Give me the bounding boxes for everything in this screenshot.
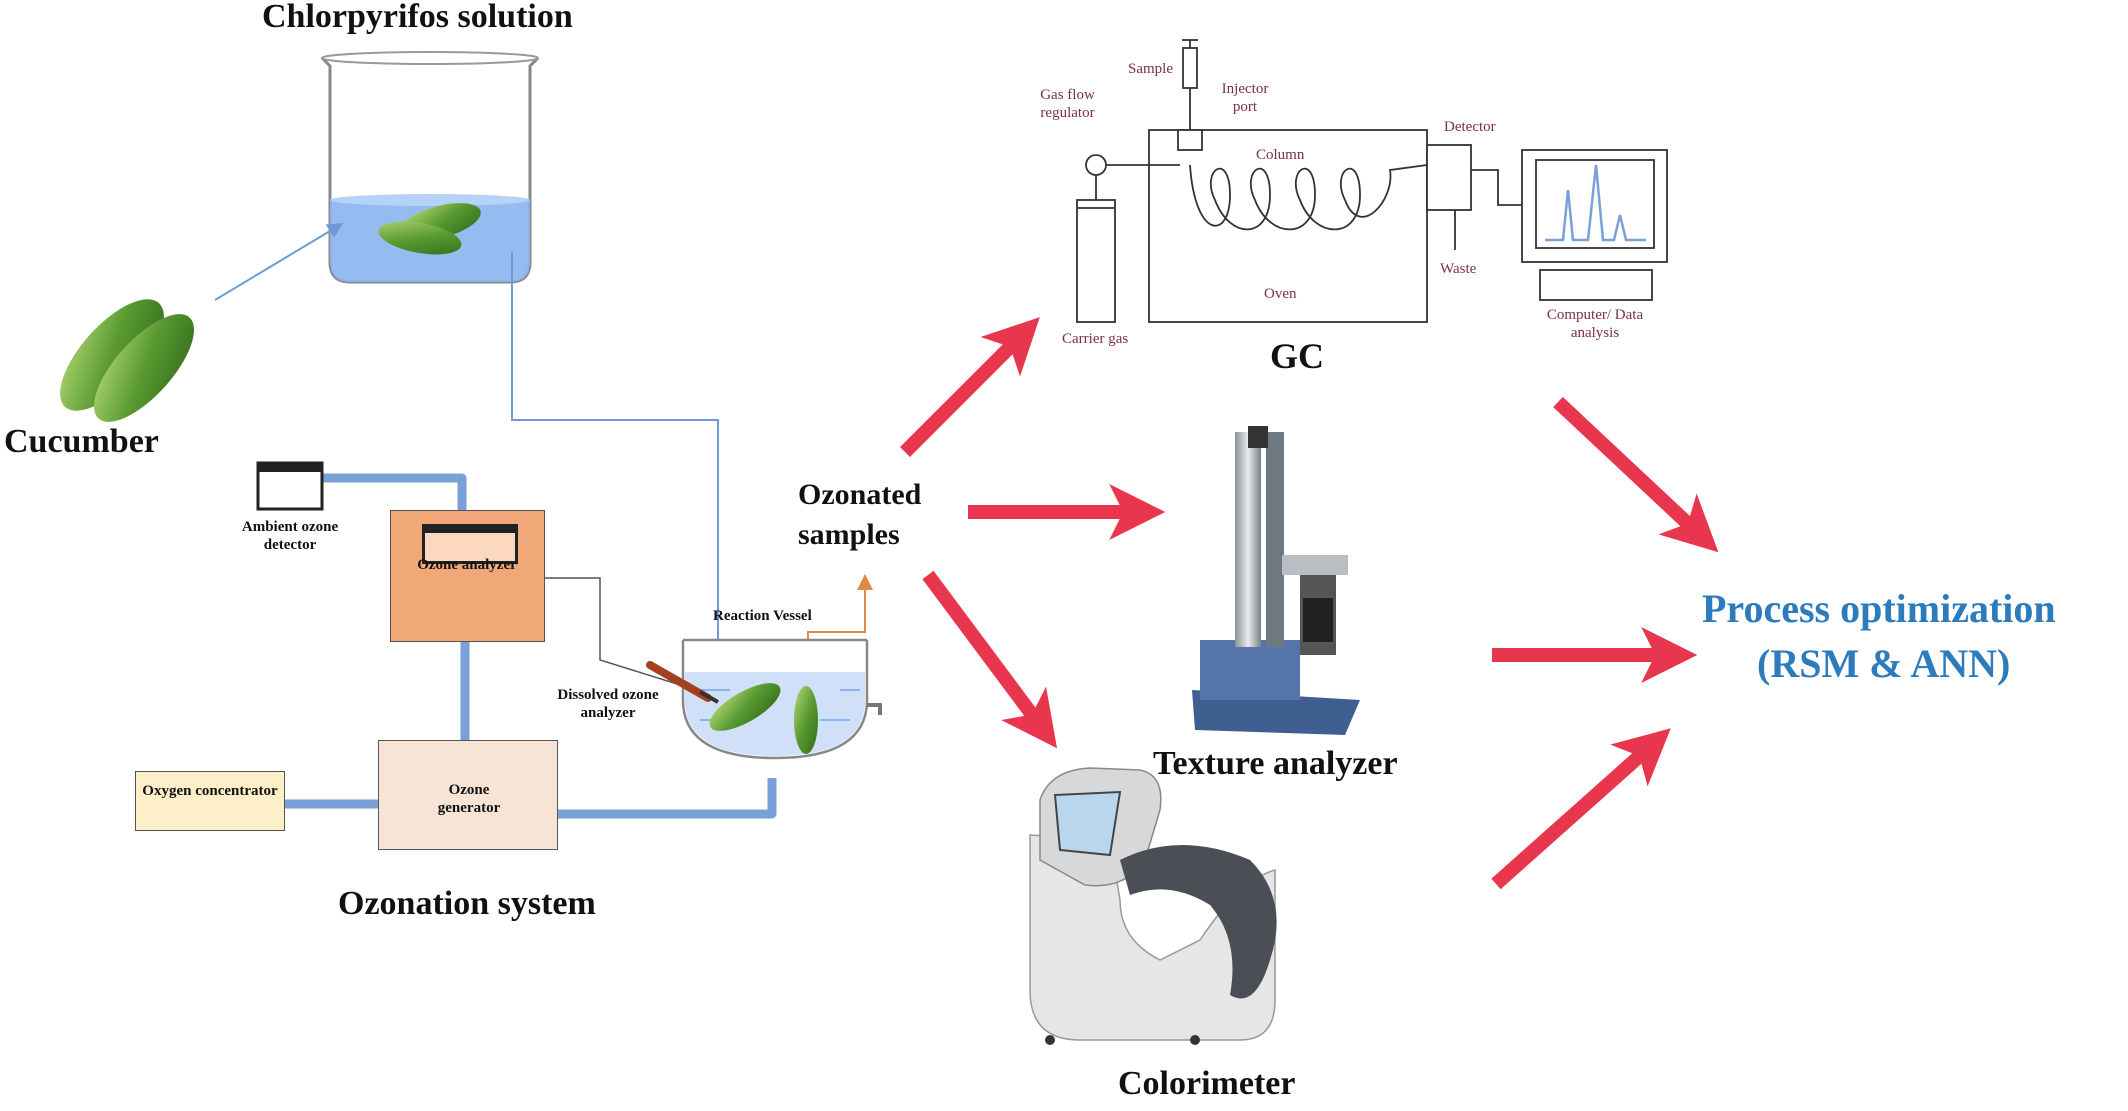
oxygen-concentrator-label: Oxygen concentrator [142,783,278,799]
ozone-analyzer-box: Ozone analyzer [390,510,545,642]
gc-schematic [1076,39,1668,323]
ozonated-samples-label: Ozonated samples [798,478,922,551]
arrow-color-to-process [1491,728,1671,890]
ambient-detector-monitor [256,461,324,511]
colorimeter-illustration [1029,767,1277,1045]
cucumber-label: Cucumber [4,423,159,460]
ambient-detector-label: Ambient ozone detector [241,519,339,553]
cucumber-illustration [60,299,195,422]
oxygen-concentrator-box: Oxygen concentrator [135,771,285,831]
gc-column-label: Column [1256,147,1305,163]
dissolved-analyzer-label: Dissolved ozone analyzer [557,687,659,721]
ozone-generator-box: Ozone generator [378,740,558,850]
gc-regulator-label: Gas flow regulator [1040,87,1095,121]
reaction-vessel-illustration [646,638,882,760]
gc-carrier-label: Carrier gas [1062,331,1129,347]
gc-oven-label: Oven [1264,286,1297,302]
gc-sample-label: Sample [1128,61,1173,77]
process-optimization-title: Process optimization [1702,586,2056,631]
red-arrows [900,317,1719,890]
arrow-to-colorimeter [922,570,1058,749]
reaction-vessel-label: Reaction Vessel [713,608,812,624]
gc-injector-label: Injector port [1221,81,1269,115]
analyzer-screen [422,524,518,564]
arrow-to-gc [900,317,1040,457]
gc-detector-label: Detector [1444,119,1496,135]
process-optimization-subtitle: (RSM & ANN) [1757,641,2011,686]
gc-title: GC [1270,336,1324,376]
ozone-analyzer-label: Ozone analyzer [417,557,517,573]
texture-analyzer-label: Texture analyzer [1153,745,1398,782]
beaker-illustration [320,51,540,284]
chlorpyrifos-label: Chlorpyrifos solution [262,0,573,35]
gc-waste-label: Waste [1440,261,1477,277]
ozonation-system-label: Ozonation system [338,885,596,922]
ozone-generator-label: Ozone generator [437,782,501,816]
ozonation-pipes [285,473,777,819]
texture-analyzer-illustration [1192,426,1360,735]
gc-computer-label: Computer/ Data analysis [1546,307,1644,341]
arrow-gc-to-process [1553,396,1719,553]
colorimeter-label: Colorimeter [1118,1065,1296,1102]
